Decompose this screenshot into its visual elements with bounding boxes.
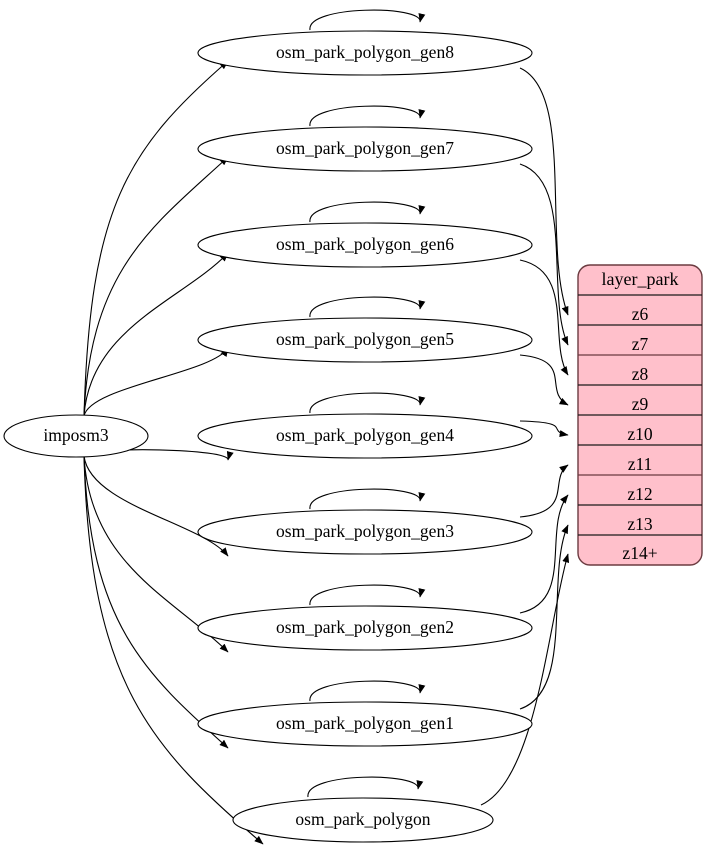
self-loop-gen2 — [309, 584, 426, 606]
node-gen1[interactable]: osm_park_polygon_gen1 — [197, 701, 533, 747]
node-gen2[interactable]: osm_park_polygon_gen2 — [197, 605, 533, 651]
source-label: imposm3 — [43, 425, 108, 445]
table-row-z12[interactable]: z12 — [627, 484, 652, 504]
edge-gen5-to-z9 — [519, 354, 569, 406]
table-row-z8[interactable]: z8 — [632, 364, 649, 384]
node-gen3[interactable]: osm_park_polygon_gen3 — [197, 509, 533, 555]
self-loop-gen8 — [309, 9, 426, 31]
edge-base-to-z14+ — [480, 553, 570, 806]
table-row-z9[interactable]: z9 — [632, 394, 649, 414]
node-base[interactable]: osm_park_polygon — [232, 797, 494, 843]
table-title: layer_park — [602, 269, 679, 289]
table-row-z13[interactable]: z13 — [627, 514, 653, 534]
edge-gen2-to-z12 — [519, 494, 569, 614]
node-ellipse-gen3 — [197, 509, 533, 555]
self-loop-gen3 — [309, 488, 426, 510]
node-ellipse-gen5 — [197, 317, 533, 363]
node-ellipse-base — [232, 797, 494, 843]
table-row-z11[interactable]: z11 — [628, 454, 653, 474]
node-ellipse-gen4 — [197, 413, 533, 459]
node-gen8[interactable]: osm_park_polygon_gen8 — [197, 30, 533, 76]
edge-gen8-to-z6 — [519, 67, 569, 316]
edges-imposm3-to-tables — [83, 60, 264, 845]
node-ellipse-gen7 — [197, 126, 533, 172]
node-label-gen6: osm_park_polygon_gen6 — [276, 234, 454, 254]
node-label-gen4: osm_park_polygon_gen4 — [276, 425, 454, 445]
node-label-gen3: osm_park_polygon_gen3 — [276, 521, 454, 541]
node-ellipse-gen1 — [197, 701, 533, 747]
edges-self-loops — [307, 9, 426, 798]
layer-park-table[interactable]: layer_park z6 z7 z8 z9 z10 z11 z12 z13 z14+ — [577, 264, 703, 566]
edge-imposm3-to-gen7 — [83, 156, 229, 417]
table-row-z7[interactable]: z7 — [632, 334, 649, 354]
node-ellipse-gen8 — [197, 30, 533, 76]
edge-imposm3-to-gen5 — [83, 347, 229, 417]
node-label-gen2: osm_park_polygon_gen2 — [276, 617, 454, 637]
edge-imposm3-to-gen8 — [83, 60, 229, 417]
edge-gen3-to-z11 — [519, 464, 569, 518]
node-label-gen8: osm_park_polygon_gen8 — [276, 42, 454, 62]
node-gen5[interactable]: osm_park_polygon_gen5 — [197, 317, 533, 363]
self-loop-base — [307, 776, 424, 798]
edge-gen1-to-z13 — [519, 524, 569, 710]
node-gen6[interactable]: osm_park_polygon_gen6 — [197, 222, 533, 268]
node-label-gen1: osm_park_polygon_gen1 — [276, 713, 454, 733]
edge-gen6-to-z8 — [519, 259, 569, 376]
edge-imposm3-to-base — [83, 455, 264, 845]
table-row-z10[interactable]: z10 — [627, 424, 653, 444]
node-label-gen7: osm_park_polygon_gen7 — [276, 138, 454, 158]
edge-gen7-to-z7 — [519, 163, 569, 346]
self-loop-gen7 — [309, 105, 426, 127]
self-loop-gen5 — [309, 296, 426, 318]
source-ellipse — [3, 414, 149, 458]
table-row-z14+[interactable]: z14+ — [622, 543, 657, 563]
source-node-imposm3[interactable]: imposm3 — [3, 414, 149, 458]
edge-imposm3-to-gen1 — [83, 455, 229, 749]
self-loop-gen1 — [309, 680, 426, 702]
node-ellipse-gen6 — [197, 222, 533, 268]
node-gen4[interactable]: osm_park_polygon_gen4 — [197, 413, 533, 459]
self-loop-gen4 — [309, 392, 426, 414]
edge-imposm3-to-gen3 — [83, 455, 229, 557]
node-gen7[interactable]: osm_park_polygon_gen7 — [197, 126, 533, 172]
node-label-base: osm_park_polygon — [295, 809, 430, 829]
process-nodes: osm_park_polygon_gen8 osm_park_polygon_ge… — [197, 30, 533, 843]
edge-gen4-to-z10 — [519, 420, 569, 438]
edges-tables-to-layer — [480, 67, 570, 806]
self-loop-gen6 — [309, 201, 426, 223]
table-row-z6[interactable]: z6 — [632, 304, 649, 324]
node-ellipse-gen2 — [197, 605, 533, 651]
edge-imposm3-to-gen6 — [83, 252, 229, 417]
node-label-gen5: osm_park_polygon_gen5 — [276, 329, 454, 349]
